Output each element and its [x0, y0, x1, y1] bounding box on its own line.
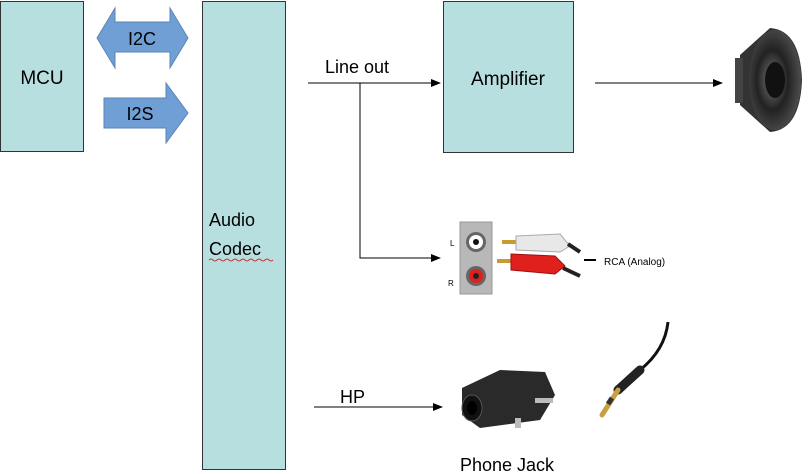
mcu-block: MCU: [0, 1, 84, 152]
amplifier-label: Amplifier: [471, 69, 546, 90]
speaker-icon: [735, 28, 802, 132]
rca-left-label: L: [450, 239, 455, 248]
codec-label-line2: Codec: [209, 239, 261, 259]
rca-connector-image: L R: [448, 221, 596, 295]
phone-jack-label: Phone Jack: [460, 455, 555, 474]
i2c-bus-arrow: I2C: [96, 6, 189, 70]
rca-right-label: R: [448, 279, 454, 288]
line-out-label: Line out: [325, 57, 389, 77]
i2c-label: I2C: [128, 29, 156, 49]
line-out-to-rca-arrow: [359, 83, 441, 262]
i2s-label: I2S: [126, 104, 153, 124]
audio-plug-image: [599, 321, 670, 418]
spellcheck-underline: [208, 258, 274, 262]
amplifier-block: Amplifier: [443, 1, 574, 153]
i2s-bus-arrow: I2S: [103, 81, 189, 145]
audio-codec-block: Audio Codec: [202, 1, 286, 470]
rca-label: RCA (Analog): [604, 257, 665, 268]
mcu-label: MCU: [20, 68, 63, 89]
codec-label-line1: Audio: [209, 210, 255, 230]
hp-label: HP: [340, 387, 365, 407]
phone-jack-image: [461, 370, 555, 428]
